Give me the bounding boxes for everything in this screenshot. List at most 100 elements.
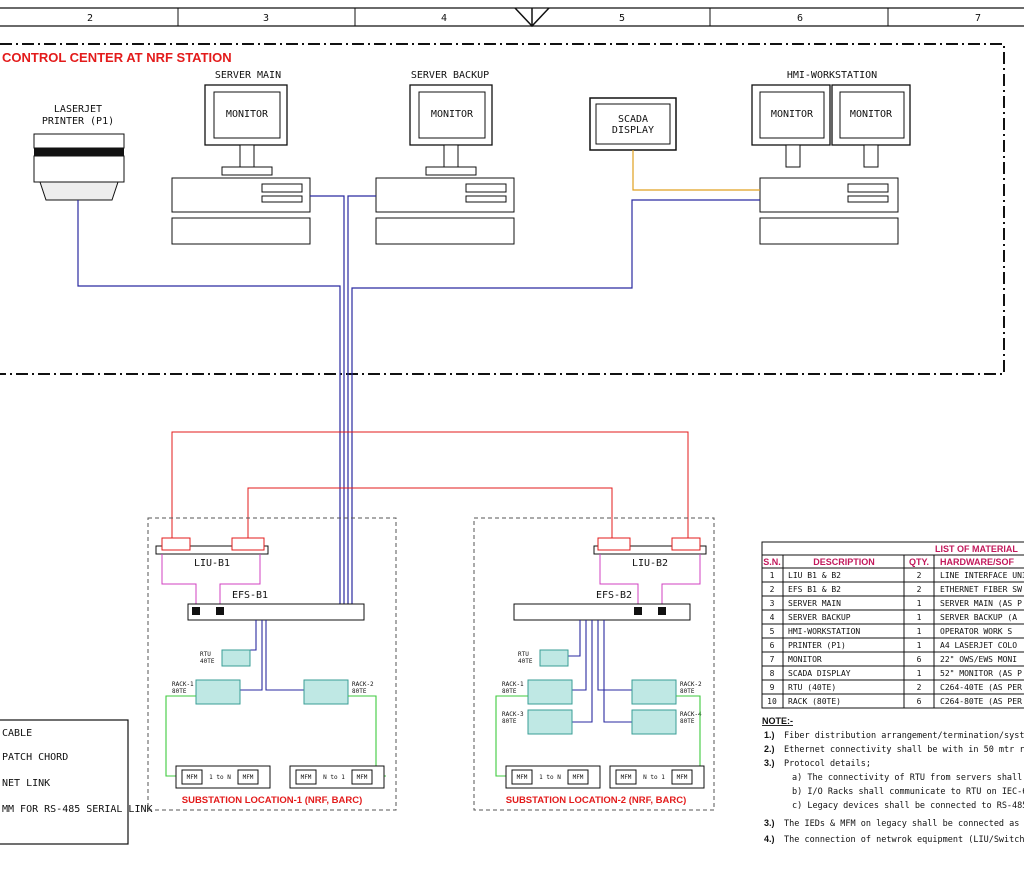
note-item: 2.)Ethernet connectivity shall be with i… xyxy=(764,744,1024,755)
svg-text:LIU-B1: LIU-B1 xyxy=(194,558,230,569)
table-cell: PRINTER (P1) xyxy=(788,641,846,650)
table-cell: SERVER BACKUP (A xyxy=(940,613,1017,622)
legend: CABLE PATCH CHORD NET LINK MM FOR RS-485… xyxy=(0,719,153,845)
laserjet-printer: LASERJET PRINTER (P1) xyxy=(33,104,125,201)
grid-label: 6 xyxy=(797,13,803,24)
svg-text:RACK-2: RACK-2 xyxy=(352,681,374,688)
table-cell: LIU B1 & B2 xyxy=(788,571,841,580)
table-cell: 2 xyxy=(770,585,775,594)
svg-text:MFM: MFM xyxy=(517,774,528,781)
svg-text:80TE: 80TE xyxy=(352,688,367,695)
svg-text:MFM: MFM xyxy=(357,774,368,781)
note-item: 4.)The connection of netwrok equipment (… xyxy=(764,834,1024,845)
table-cell: 7 xyxy=(770,655,775,664)
table-cell: 6 xyxy=(770,641,775,650)
substation-1-boundary xyxy=(147,517,397,811)
svg-text:SCADA: SCADA xyxy=(618,114,648,125)
svg-text:PRINTER (P1): PRINTER (P1) xyxy=(42,116,114,127)
monitor-label: MONITOR xyxy=(431,109,474,120)
table-header: HARDWARE/SOF xyxy=(940,557,1015,567)
table-cell: HMI-WORKSTATION xyxy=(788,627,860,636)
note-text: a) The connectivity of RTU from servers … xyxy=(792,773,1024,783)
note-number: 1.) xyxy=(764,730,775,740)
table-cell: 1 xyxy=(917,669,922,678)
liu-b1: LIU-B1 xyxy=(155,537,269,604)
note-text: Fiber distribution arrangement/terminati… xyxy=(784,731,1024,741)
svg-text:1 to N: 1 to N xyxy=(539,774,561,781)
svg-text:MFM: MFM xyxy=(243,774,254,781)
table-header: DESCRIPTION xyxy=(813,557,875,567)
sub1-rtu: RTU 40TE xyxy=(200,649,251,667)
svg-text:RTU: RTU xyxy=(200,651,211,658)
svg-text:RACK-2: RACK-2 xyxy=(680,681,702,688)
table-cell: 1 xyxy=(917,641,922,650)
note-text: Protocol details; xyxy=(784,759,871,769)
fiber-loops xyxy=(171,431,689,542)
table-cell: MONITOR xyxy=(788,655,822,664)
grid-label: 4 xyxy=(441,13,447,24)
svg-text:80TE: 80TE xyxy=(502,718,517,725)
svg-text:MFM: MFM xyxy=(301,774,312,781)
table-cell: A4 LASERJET COLO xyxy=(940,641,1017,650)
substation-1-title: SUBSTATION LOCATION-1 (NRF, BARC) xyxy=(182,795,363,806)
note-item: 3.) Protocol details; xyxy=(764,758,871,769)
server-main: SERVER MAIN MONITOR xyxy=(171,70,311,245)
table-cell: 22" OWS/EWS MONI xyxy=(940,655,1017,664)
table-cell: C264-40TE (AS PER xyxy=(940,683,1022,692)
note-text: b) I/O Racks shall communicate to RTU on… xyxy=(792,787,1024,797)
table-cell: ETHERNET FIBER SW xyxy=(940,585,1022,594)
sub2-links xyxy=(568,620,632,723)
svg-text:MFM: MFM xyxy=(573,774,584,781)
monitor-label: MONITOR xyxy=(850,109,893,120)
table-cell: 6 xyxy=(917,655,922,664)
svg-text:80TE: 80TE xyxy=(680,718,695,725)
note-number: 3.) xyxy=(764,818,775,828)
sub1-rack-2: RACK-2 80TE xyxy=(303,679,374,705)
materials-table: LIST OF MATERIAL S.N. DESCRIPTION QTY. H… xyxy=(761,541,1024,709)
table-cell: 4 xyxy=(770,613,775,622)
svg-text:MFM: MFM xyxy=(621,774,632,781)
sub2-rack-3: RACK-3 80TE xyxy=(502,709,573,735)
table-cell: SERVER MAIN xyxy=(788,599,841,608)
svg-text:LASERJET: LASERJET xyxy=(54,104,102,115)
table-cell: 1 xyxy=(917,599,922,608)
svg-text:EFS-B2: EFS-B2 xyxy=(596,590,632,601)
svg-text:RACK-3: RACK-3 xyxy=(502,711,524,718)
svg-text:SERVER MAIN: SERVER MAIN xyxy=(215,70,281,81)
sub2-rack-4: RACK-4 80TE xyxy=(631,709,702,735)
table-cell: 10 xyxy=(767,697,777,706)
svg-text:40TE: 40TE xyxy=(200,658,215,665)
sub2-rack-1: RACK-1 80TE xyxy=(502,679,573,705)
table-cell: 5 xyxy=(770,627,775,636)
legend-item: MM FOR RS-485 SERIAL LINK xyxy=(2,804,153,815)
table-cell: 1 xyxy=(770,571,775,580)
table-cell: RACK (80TE) xyxy=(788,697,841,706)
svg-text:LIU-B2: LIU-B2 xyxy=(632,558,668,569)
note-item: a) The connectivity of RTU from servers … xyxy=(792,773,1024,783)
svg-text:80TE: 80TE xyxy=(502,688,517,695)
table-row: 7 MONITOR 6 22" OWS/EWS MONI xyxy=(762,655,1024,667)
note-number: 4.) xyxy=(764,834,775,844)
svg-text:RACK-4: RACK-4 xyxy=(680,711,702,718)
table-cell: SCADA DISPLAY xyxy=(788,669,851,678)
sub1-mfm: # # MFM MFM 1 to N MFM MFM N to 1 xyxy=(175,765,385,791)
svg-text:RACK-1: RACK-1 xyxy=(172,681,194,688)
table-cell: 2 xyxy=(917,571,922,580)
svg-text:RTU: RTU xyxy=(518,651,529,658)
note-item: b) I/O Racks shall communicate to RTU on… xyxy=(792,787,1024,797)
note-number: 3.) xyxy=(764,758,775,768)
notes-title: NOTE:- xyxy=(762,716,793,726)
table-cell: 2 xyxy=(917,585,922,594)
note-item: 1.) Fiber distribution arrangement/termin… xyxy=(764,730,1024,741)
legend-item: CABLE xyxy=(2,728,32,739)
sub2-rtu: RTU 40TE xyxy=(518,649,569,667)
control-center-title: CONTROL CENTER AT NRF STATION xyxy=(2,50,232,65)
svg-text:40TE: 40TE xyxy=(518,658,533,665)
svg-text:80TE: 80TE xyxy=(680,688,695,695)
